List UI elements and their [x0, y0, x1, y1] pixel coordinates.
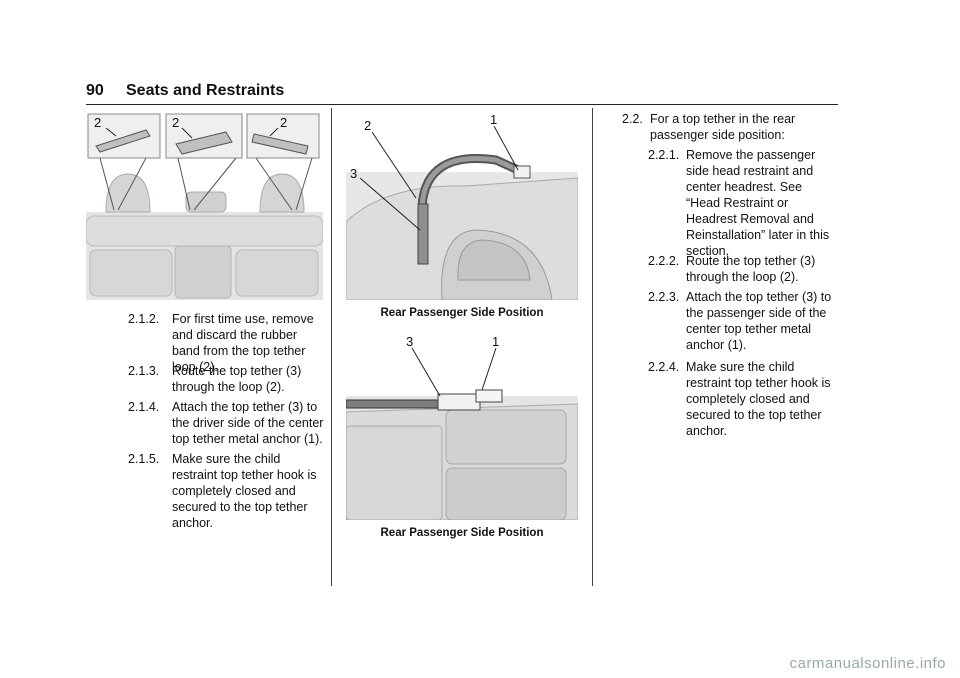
step-number: 2.1.5. [128, 452, 160, 466]
step-text: Remove the passenger side head restraint… [686, 148, 830, 258]
step-text: Make sure the child restraint top tether… [172, 452, 317, 530]
column-divider-left [331, 108, 332, 586]
step-number: 2.2. [622, 112, 643, 126]
header-rule [86, 104, 838, 105]
rear-passenger-tether-illustration: 2 1 3 [346, 112, 578, 300]
figure-caption: Rear Passenger Side Position [380, 527, 544, 539]
step-text: Attach the top tether (3) to the passeng… [686, 290, 832, 352]
rear-seat-drawing: 2 2 2 [86, 113, 323, 300]
tether-anchor-drawing: 3 1 [346, 334, 578, 520]
step-number: 2.1.3. [128, 364, 160, 378]
callout-label: 2 [364, 118, 371, 133]
site-watermark: carmanualsonline.info [789, 655, 946, 672]
column-divider-right [592, 108, 593, 586]
step-number: 2.1.4. [128, 400, 160, 414]
step-text: Route the top tether (3) through the loo… [686, 254, 816, 284]
rear-passenger-anchor-illustration: 3 1 [346, 330, 578, 520]
step-2-2-4: 2.2.4. Make sure the child restraint top… [648, 359, 838, 438]
section-title: Seats and Restraints [126, 82, 285, 99]
step-2-2-1: 2.2.1. Remove the passenger side head re… [648, 147, 838, 258]
step-2-1-3: 2.1.3. Route the top tether (3) through … [128, 363, 328, 397]
step-2-1-4: 2.1.4. Attach the top tether (3) to the … [128, 399, 328, 449]
step-2-1-2: 2.1.2. For first time use, remove and di… [128, 311, 328, 374]
callout-label: 1 [490, 112, 497, 127]
step-text: Attach the top tether (3) to the driver … [172, 400, 324, 446]
step-2-1-5: 2.1.5. Make sure the child restraint top… [128, 451, 328, 530]
step-number: 2.2.4. [648, 360, 680, 374]
step-2-2-3: 2.2.3. Attach the top tether (3) to the … [648, 289, 838, 357]
figure-caption: Rear Passenger Side Position [380, 307, 544, 319]
callout-label: 3 [406, 334, 413, 349]
tether-routing-drawing: 2 1 3 [346, 112, 578, 300]
page-number: 90 [86, 82, 104, 99]
step-2-2: 2.2. For a top tether in the rear passen… [622, 111, 834, 145]
step-number: 2.1.2. [128, 312, 160, 326]
step-text: For first time use, remove and discard t… [172, 312, 314, 374]
callout-label: 2 [280, 115, 287, 130]
step-text: Route the top tether (3) through the loo… [172, 364, 302, 394]
rear-seat-illustration: 2 2 2 [86, 112, 323, 300]
callout-label: 2 [94, 115, 101, 130]
callout-label: 2 [172, 115, 179, 130]
step-2-2-2: 2.2.2. Route the top tether (3) through … [648, 253, 838, 287]
page-header: 90 Seats and Restraints [86, 82, 838, 106]
step-text: Make sure the child restraint top tether… [686, 360, 831, 438]
step-number: 2.2.2. [648, 254, 680, 268]
callout-label: 1 [492, 334, 499, 349]
step-number: 2.2.3. [648, 290, 680, 304]
callout-label: 3 [350, 166, 357, 181]
step-text: For a top tether in the rear passenger s… [650, 112, 796, 142]
step-number: 2.2.1. [648, 148, 680, 162]
